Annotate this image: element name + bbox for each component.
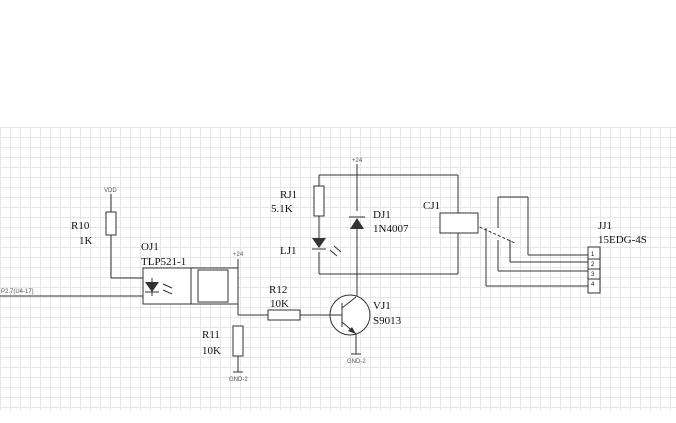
oj1-optocoupler	[142, 267, 239, 305]
schematic-grid	[0, 127, 676, 411]
oj1-ref-label: OJ1	[141, 241, 159, 253]
cj1-relay-coil	[439, 212, 479, 234]
r10-value-label: 1K	[79, 235, 93, 247]
jj1-value-label: 15EDG-4S	[598, 234, 647, 246]
jj1-pin-4: 4	[591, 282, 595, 288]
net-gnd-r11-label: GND-2	[229, 377, 248, 383]
r10-resistor	[105, 211, 117, 236]
net-plus24-relay-label: +24	[352, 158, 363, 164]
jj1-ref-label: JJ1	[598, 220, 612, 232]
r11-ref-label: R11	[202, 329, 220, 341]
net-gnd-vj1-label: GND-2	[347, 359, 366, 365]
r11-resistor	[232, 325, 244, 357]
net-vdd-label: VDD	[104, 188, 117, 194]
r12-ref-label: R12	[269, 284, 287, 296]
r12-resistor	[267, 309, 301, 321]
jj1-connector	[587, 246, 601, 294]
dj1-ref-label: DJ1	[373, 209, 391, 221]
jj1-pin-1: 1	[591, 252, 595, 258]
net-plus24-opto-label: +24	[233, 252, 244, 258]
r11-value-label: 10K	[202, 345, 221, 357]
jj1-pin-2: 2	[591, 262, 595, 268]
rj1-resistor	[313, 185, 325, 217]
vj1-transistor	[329, 294, 371, 336]
rj1-value-label: 5.1K	[271, 203, 293, 215]
vj1-ref-label: VJ1	[373, 300, 391, 312]
r10-ref-label: R10	[71, 220, 90, 232]
rj1-ref-label: RJ1	[280, 189, 297, 201]
r12-value-label: 10K	[270, 298, 289, 310]
net-input-label: P2.7(U4-17)	[1, 289, 34, 295]
dj1-value-label: 1N4007	[373, 223, 409, 235]
lj1-ref-label: LJ1	[280, 245, 297, 257]
cj1-ref-label: CJ1	[423, 200, 440, 212]
lj1-led	[312, 238, 342, 257]
oj1-value-label: TLP521-1	[141, 256, 186, 268]
jj1-pin-3: 3	[591, 272, 595, 278]
dj1-diode	[349, 216, 365, 229]
vj1-value-label: S9013	[373, 315, 402, 327]
